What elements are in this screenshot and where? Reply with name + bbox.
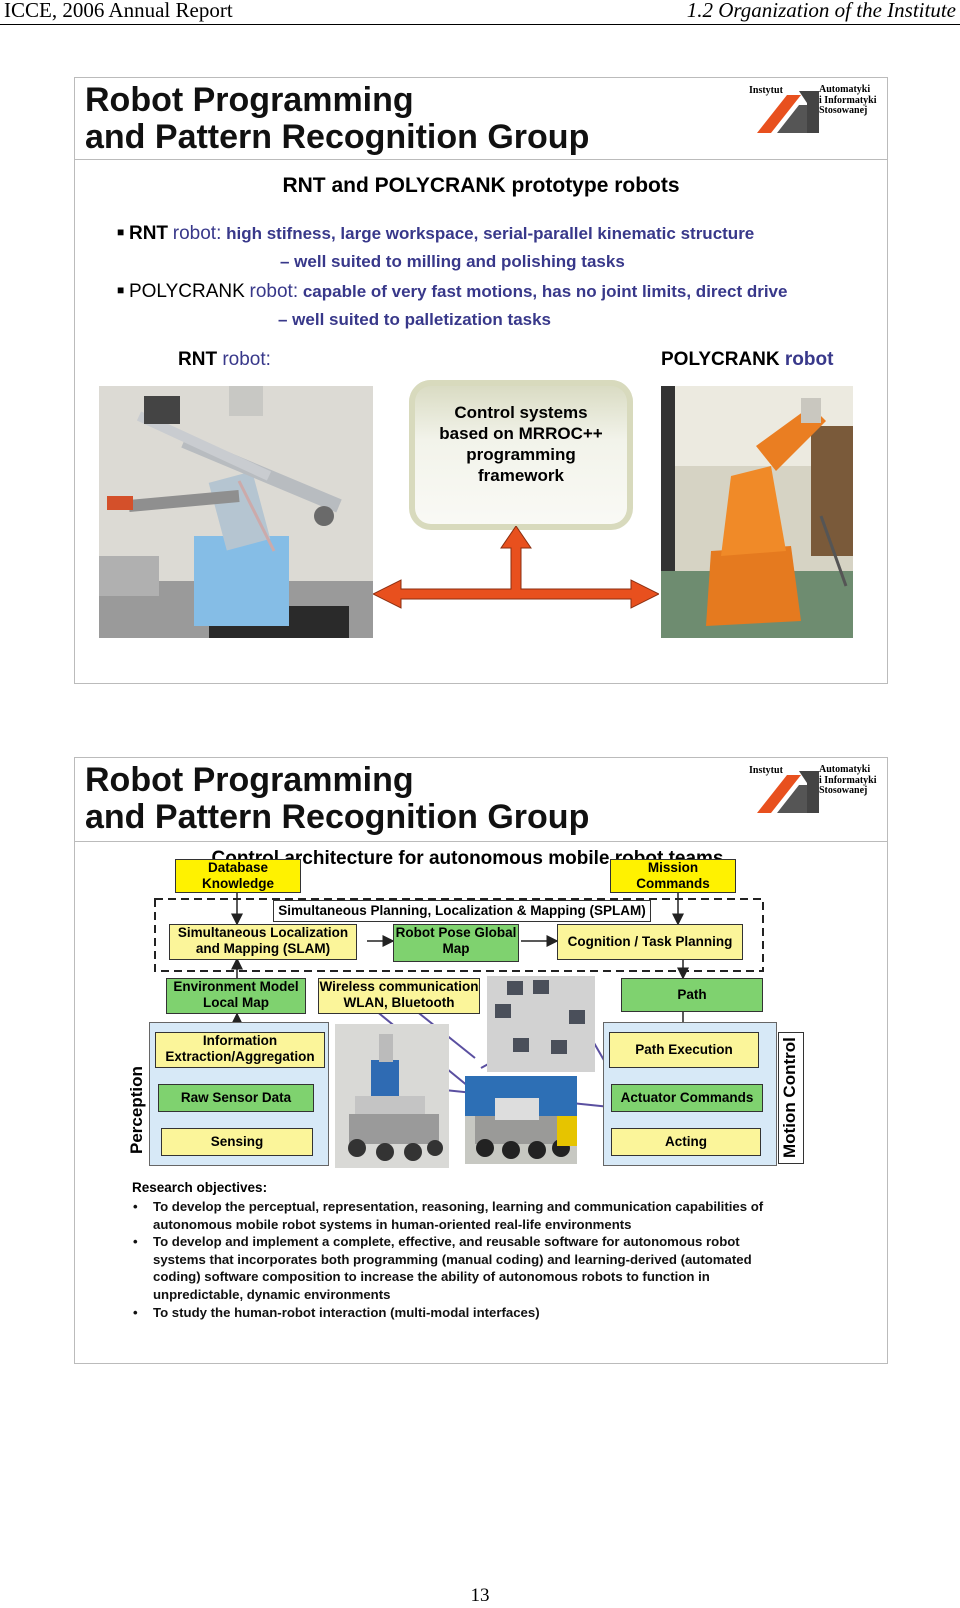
sensing-box: Sensing <box>161 1128 313 1156</box>
information-extraction-box: Information Extraction/Aggregation <box>155 1032 325 1068</box>
objectives-heading: Research objectives: <box>132 1180 268 1195</box>
slide-divider <box>75 841 887 842</box>
slide-title: Robot Programming and Pattern Recognitio… <box>85 762 589 836</box>
slide-divider <box>75 159 887 160</box>
rnt-robot-photo <box>99 386 373 638</box>
path-box: Path <box>621 978 763 1012</box>
polycrank-robot-photo <box>661 386 853 638</box>
objective-item: To develop and implement a complete, eff… <box>133 1233 773 1303</box>
slide-title-line2: and Pattern Recognition Group <box>85 118 590 156</box>
mobile-robot-photo-right <box>465 1076 577 1164</box>
mobile-robot-photo-left <box>335 1024 449 1168</box>
slide-robots: Robot Programming and Pattern Recognitio… <box>74 77 888 684</box>
slide-title-line2: and Pattern Recognition Group <box>85 798 590 836</box>
double-arrow-icon <box>373 526 659 609</box>
page-header-right: 1.2 Organization of the Institute <box>686 0 956 22</box>
rnt-photo-label: RNT robot: <box>178 349 271 370</box>
motion-control-label-box <box>778 1032 804 1164</box>
slide-subtitle: Control architecture for autonomous mobi… <box>211 848 724 869</box>
objective-item: To study the human-robot interaction (mu… <box>133 1304 773 1322</box>
logo-text-instytut: Instytut <box>749 85 783 96</box>
bullet-rnt-sub: – well suited to milling and polishing t… <box>280 252 625 271</box>
polycrank-photo-label: POLYCRANK robot <box>661 349 834 370</box>
actuator-commands-box: Actuator Commands <box>611 1084 763 1112</box>
page-number: 13 <box>470 1585 490 1606</box>
splam-box: Simultaneous Planning, Localization & Ma… <box>273 900 651 922</box>
logo-text-instytut: Instytut <box>749 765 783 776</box>
database-knowledge-box: Database Knowledge <box>175 859 301 893</box>
slide-subtitle: RNT and POLYCRANK prototype robots <box>282 174 680 197</box>
raw-sensor-box: Raw Sensor Data <box>158 1084 314 1112</box>
ia-logo-icon <box>757 91 819 133</box>
page-header-left: ICCE, 2006 Annual Report <box>4 0 233 22</box>
mission-commands-box: Mission Commands <box>610 859 736 893</box>
bullet-polycrank: ■ POLYCRANK robot: capable of very fast … <box>117 281 788 302</box>
bullet-rnt: ■ RNT robot: high stifness, large worksp… <box>117 223 755 244</box>
control-systems-box: Control systems based on MRROC++ program… <box>409 380 633 530</box>
acting-box: Acting <box>611 1128 761 1156</box>
slam-box: Simultaneous Localization and Mapping (S… <box>169 924 357 960</box>
robot-swarm-photo <box>487 976 595 1072</box>
objective-item: To develop the perceptual, representatio… <box>133 1198 773 1233</box>
motion-control-label: Motion Control <box>780 1037 799 1158</box>
wireless-box: Wireless communication WLAN, Bluetooth <box>318 978 480 1014</box>
ia-logo-icon <box>757 771 819 813</box>
perception-label: Perception <box>127 1066 146 1154</box>
objectives-list: To develop the perceptual, representatio… <box>133 1198 773 1321</box>
header-rule <box>0 24 960 25</box>
slide-title: Robot Programming and Pattern Recognitio… <box>85 82 589 156</box>
slide-architecture: Robot Programming and Pattern Recognitio… <box>74 757 888 1364</box>
slide-title-line1: Robot Programming <box>85 81 414 119</box>
path-execution-box: Path Execution <box>609 1032 759 1068</box>
bullet-polycrank-sub: – well suited to palletization tasks <box>278 310 552 329</box>
cognition-box: Cognition / Task Planning <box>557 924 743 960</box>
slide-title-line1: Robot Programming <box>85 761 414 799</box>
environment-model-box: Environment Model Local Map <box>166 978 306 1014</box>
robot-pose-box: Robot Pose Global Map <box>393 924 519 962</box>
